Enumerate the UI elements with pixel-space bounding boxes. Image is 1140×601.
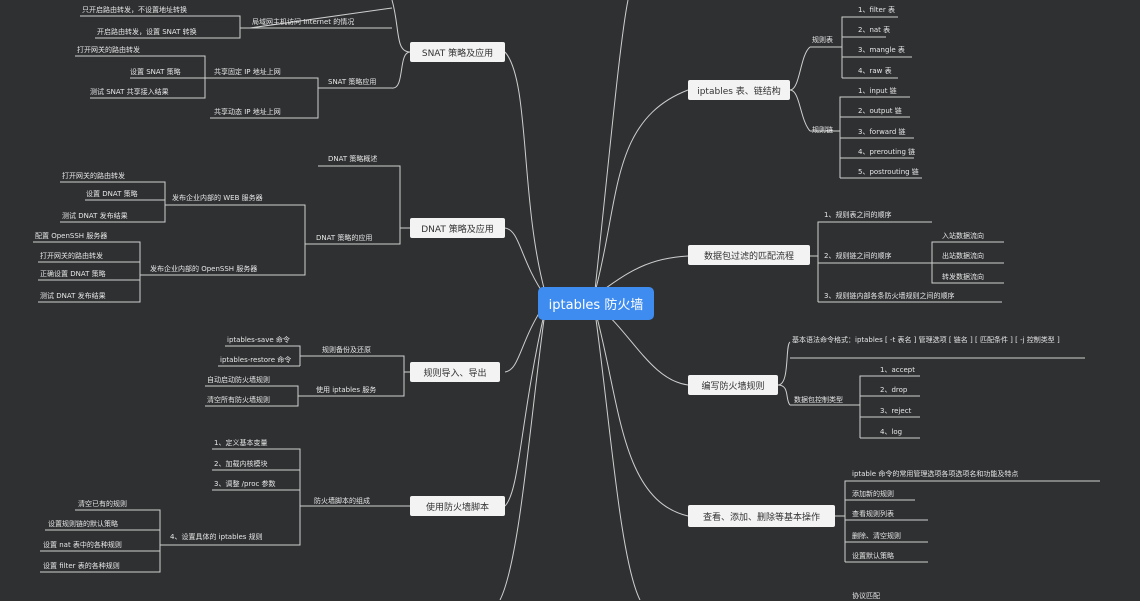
table-filter: 1、filter 表 (858, 6, 895, 14)
script-comp-2: 2、加载内核模块 (214, 460, 268, 468)
node-basic-ops[interactable]: 查看、添加、删除等基本操作 (688, 505, 835, 527)
dnat-ssh-item-1: 配置 OpenSSH 服务器 (35, 232, 108, 240)
node-import-export[interactable]: 规则导入、导出 (410, 362, 500, 382)
dnat-ssh-item-2: 打开网关的路由转发 (40, 252, 103, 260)
node-match-flow[interactable]: 数据包过滤的匹配流程 (688, 245, 810, 265)
chain-input: 1、input 链 (858, 87, 897, 95)
script-comp-1: 1、定义基本变量 (214, 439, 268, 447)
flow-outbound: 出站数据流向 (942, 252, 984, 260)
dnat-web: 发布企业内部的 WEB 服务器 (172, 194, 263, 202)
dnat-ssh-item-4: 测试 DNAT 发布结果 (40, 292, 106, 300)
node-iptables-table-chain[interactable]: iptables 表、链结构 (688, 80, 790, 100)
chain-postrouting: 5、postrouting 链 (858, 168, 919, 176)
label-chains: 规则链 (812, 126, 833, 134)
dnat-ssh: 发布企业内部的 OpenSSH 服务器 (150, 265, 258, 273)
dnat-web-item-1: 打开网关的路由转发 (62, 172, 125, 180)
script-composition: 防火墙脚本的组成 (314, 497, 370, 505)
snat-fixed-item-3: 测试 SNAT 共享接入结果 (90, 88, 169, 96)
snat-fixed-item-1: 打开网关的路由转发 (77, 46, 140, 54)
backup-label: 规则备份及还原 (322, 346, 371, 354)
flow-item-2: 2、规则链之间的顺序 (824, 252, 892, 260)
service-label: 使用 iptables 服务 (316, 386, 377, 394)
chain-output: 2、output 链 (858, 107, 902, 115)
dnat-web-item-3: 测试 DNAT 发布结果 (62, 212, 128, 220)
table-raw: 4、raw 表 (858, 67, 892, 75)
root-node[interactable]: iptables 防火墙 (538, 287, 654, 320)
service-clear: 清空所有防火墙规则 (207, 396, 270, 404)
label-control-type: 数据包控制类型 (794, 396, 843, 404)
flow-item-3: 3、规则链内部各条防火墙规则之间的顺序 (824, 292, 955, 300)
flow-item-1: 1、规则表之间的顺序 (824, 211, 892, 219)
dnat-web-item-2: 设置 DNAT 策略 (86, 190, 138, 198)
syntax-text: 基本语法命令格式：iptables [ -t 表名 ] 管理选项 [ 链名 ] … (792, 336, 1060, 344)
dnat-overview: DNAT 策略概述 (328, 155, 378, 163)
script-specific-2: 设置规则链的默认策略 (48, 520, 118, 528)
ops-add: 添加新的规则 (852, 490, 894, 498)
chain-prerouting: 4、prerouting 链 (858, 148, 916, 156)
table-mangle: 3、mangle 表 (858, 46, 905, 54)
ops-default-policy: 设置默认策略 (852, 552, 894, 560)
ops-list: 查看规则列表 (852, 510, 894, 518)
snat-fixed-item-2: 设置 SNAT 策略 (130, 68, 181, 76)
label-tables: 规则表 (812, 36, 833, 44)
node-firewall-script[interactable]: 使用防火墙脚本 (410, 496, 505, 516)
script-comp-3: 3、调整 /proc 参数 (214, 480, 276, 488)
node-dnat[interactable]: DNAT 策略及应用 (410, 218, 505, 238)
script-specific-4: 设置 filter 表的各种规则 (43, 562, 120, 570)
snat-lan-item-1: 只开启路由转发，不设置地址转换 (82, 6, 187, 14)
control-accept: 1、accept (880, 366, 915, 374)
dnat-ssh-item-3: 正确设置 DNAT 策略 (40, 270, 106, 278)
node-write-rules[interactable]: 编写防火墙规则 (688, 375, 778, 395)
node-snat[interactable]: SNAT 策略及应用 (410, 42, 505, 62)
backup-restore: iptables-restore 命令 (220, 356, 292, 364)
service-autostart: 自动启动防火墙规则 (207, 376, 270, 384)
snat-lan-internet: 局域网主机访问 Internet 的情况 (252, 18, 355, 26)
script-specific-1: 清空已有的规则 (78, 500, 127, 508)
script-specific-3: 设置 nat 表中的各种规则 (43, 541, 122, 549)
control-drop: 2、drop (880, 386, 908, 394)
snat-dynamic-ip: 共享动态 IP 地址上网 (214, 108, 281, 116)
flow-inbound: 入站数据流向 (942, 232, 984, 240)
chain-forward: 3、forward 链 (858, 128, 906, 136)
ops-delete: 删除、清空规则 (852, 532, 901, 540)
snat-fixed-ip: 共享固定 IP 地址上网 (214, 68, 281, 76)
snat-lan-item-2: 开启路由转发，设置 SNAT 转换 (97, 28, 197, 36)
table-nat: 2、nat 表 (858, 26, 891, 34)
flow-forward: 转发数据流向 (942, 273, 984, 281)
dnat-app-label: DNAT 策略的应用 (316, 234, 373, 242)
ops-options: iptable 命令的常用管理选项各项选项名和功能及特点 (852, 470, 1019, 478)
protocol-match-partial: 协议匹配 (852, 592, 880, 600)
backup-save: iptables-save 命令 (227, 336, 290, 344)
control-reject: 3、reject (880, 407, 912, 415)
script-specific: 4、设置具体的 iptables 规则 (170, 533, 263, 541)
control-log: 4、log (880, 428, 903, 436)
snat-app-label: SNAT 策略应用 (328, 78, 377, 86)
